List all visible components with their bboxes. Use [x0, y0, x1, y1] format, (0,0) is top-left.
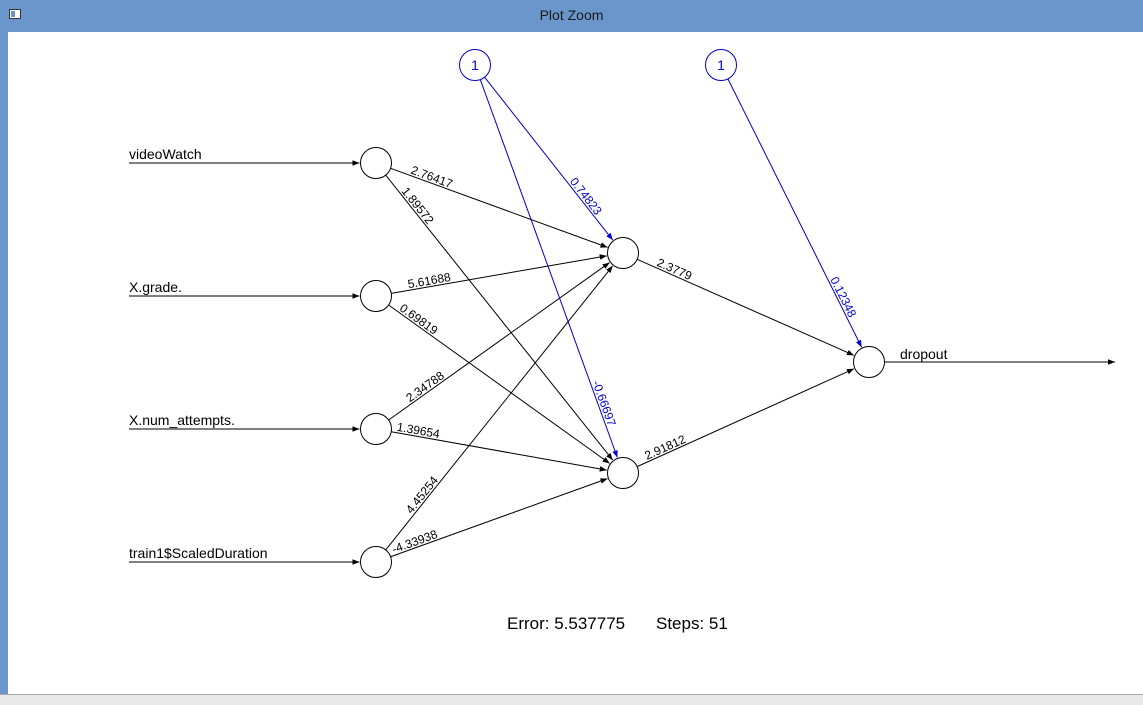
- output-label: dropout: [900, 346, 948, 362]
- neuron-node: [360, 413, 392, 445]
- bias-node: [459, 49, 491, 81]
- bias-node: [705, 49, 737, 81]
- window-title: Plot Zoom: [539, 7, 604, 23]
- weight-label: 2.91812: [642, 432, 688, 463]
- weight-edge: [636, 258, 855, 356]
- edges-layer: [129, 76, 1115, 565]
- bias-node-label: 1: [717, 57, 725, 73]
- weight-edge: [636, 368, 855, 468]
- weight-label: 1.89572: [399, 184, 437, 227]
- window-titlebar: Plot Zoom: [0, 0, 1143, 32]
- bias-node-label: 1: [471, 57, 479, 73]
- bias-weight-label: 0.12348: [827, 274, 859, 319]
- neuron-node: [607, 457, 639, 489]
- neuron-node: [853, 346, 885, 378]
- input-label: train1$ScaledDuration: [129, 545, 268, 561]
- weight-edge: [388, 304, 610, 464]
- weight-label: 4.45254: [403, 473, 441, 516]
- neuron-node: [360, 147, 392, 179]
- input-label: X.grade.: [129, 279, 182, 295]
- weight-edge: [391, 431, 607, 472]
- bias-edge: [479, 79, 618, 458]
- weight-label: 2.3779: [655, 255, 695, 283]
- weight-label: 2.76417: [409, 163, 455, 191]
- weight-label: 2.34788: [403, 368, 447, 405]
- neuron-node: [360, 546, 392, 578]
- weight-edge: [385, 265, 614, 551]
- weight-label: 0.69819: [397, 301, 441, 338]
- weight-edge: [390, 478, 608, 558]
- weight-label: -4.33938: [390, 527, 440, 556]
- weight-label: 5.61688: [407, 270, 452, 291]
- bias-edge: [484, 76, 614, 241]
- weight-edge: [391, 254, 607, 294]
- weight-edge: [388, 262, 610, 421]
- input-label: X.num_attempts.: [129, 412, 235, 428]
- neuron-node: [607, 237, 639, 269]
- weight-edge: [390, 167, 608, 248]
- error-label: Error: 5.537775: [507, 614, 625, 633]
- bias-weight-label: -0.66697: [589, 379, 618, 429]
- bias-edge: [727, 78, 863, 348]
- steps-label: Steps: 51: [656, 614, 728, 633]
- bias-weight-label: 0.74823: [567, 175, 605, 218]
- input-label: videoWatch: [129, 146, 202, 162]
- neuron-node: [360, 280, 392, 312]
- weight-edge: [385, 174, 614, 461]
- window-bottom-edge: [0, 694, 1143, 705]
- window-menu-icon[interactable]: [9, 9, 21, 19]
- weight-label: 1.39654: [396, 420, 441, 441]
